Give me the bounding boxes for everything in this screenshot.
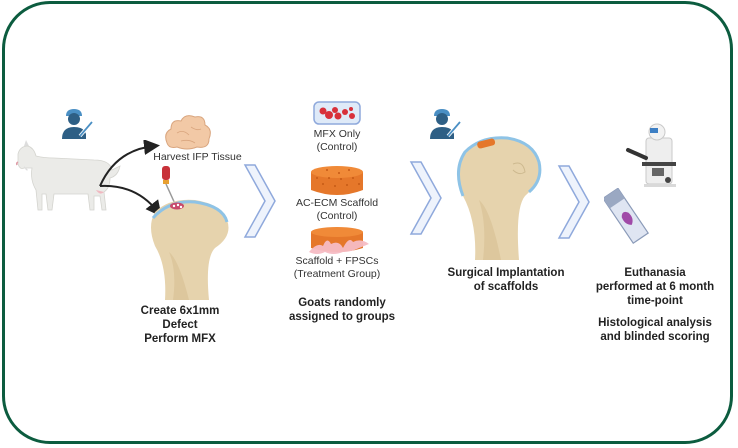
slide-icon (604, 188, 650, 244)
step2-caption-line: assigned to groups (288, 311, 396, 323)
step4-caption2-line: Histological analysis (598, 317, 712, 329)
surgeon-icon (60, 108, 94, 140)
ifp-tissue-icon (163, 113, 213, 151)
step4-caption2-line: and blinded scoring (600, 331, 710, 343)
chevron-right-icon (557, 164, 593, 240)
goat-icon (14, 140, 122, 212)
step3-caption-line: Surgical Implantation (447, 267, 565, 279)
harvest-ifp-label: Harvest IFP Tissue (153, 151, 242, 163)
group-label-line1: Scaffold + FPSCs (295, 255, 379, 267)
scaffold-cells-icon (309, 226, 371, 256)
step4-caption-line: Euthanasia (624, 267, 686, 279)
step1-caption: Create 6x1mm Defect Perform MFX (120, 304, 240, 346)
group-label-line2: (Control) (316, 210, 358, 222)
step4-caption2: Histological analysis and blinded scorin… (580, 316, 730, 344)
diagram-frame (2, 1, 733, 444)
microscope-icon (624, 122, 680, 188)
step4-caption-line: time-point (627, 295, 683, 307)
step1-caption-line: Perform MFX (144, 333, 216, 345)
step4-caption: Euthanasia performed at 6 month time-poi… (580, 266, 730, 308)
harvest-arrow (96, 140, 176, 220)
step1-caption-line: Defect (162, 319, 198, 331)
step2-caption-line: Goats randomly (298, 297, 386, 309)
step3-caption-line: of scaffolds (473, 281, 539, 293)
chevron-right-icon (409, 160, 445, 236)
bone-implant-icon (453, 134, 545, 260)
step1-caption-line: Create 6x1mm (140, 305, 220, 317)
group-label-line2: (Treatment Group) (293, 268, 381, 280)
surgeon-icon (428, 108, 462, 140)
chevron-right-icon (243, 163, 279, 239)
group-mfx-label: MFX Only (Control) (290, 128, 384, 154)
step2-caption: Goats randomly assigned to groups (282, 296, 402, 324)
group-label-line1: AC-ECM Scaffold (295, 197, 379, 209)
group-label-line1: MFX Only (313, 128, 361, 140)
step4-caption-line: performed at 6 month (595, 281, 715, 293)
group-treatment-label: Scaffold + FPSCs (Treatment Group) (276, 255, 398, 281)
step3-caption: Surgical Implantation of scaffolds (436, 266, 576, 294)
group-scaffold-label: AC-ECM Scaffold (Control) (280, 197, 394, 223)
scaffold-icon (309, 164, 365, 198)
bone-defect-icon (145, 196, 235, 300)
group-label-line2: (Control) (316, 141, 358, 153)
mfx-clot-icon (313, 101, 361, 125)
